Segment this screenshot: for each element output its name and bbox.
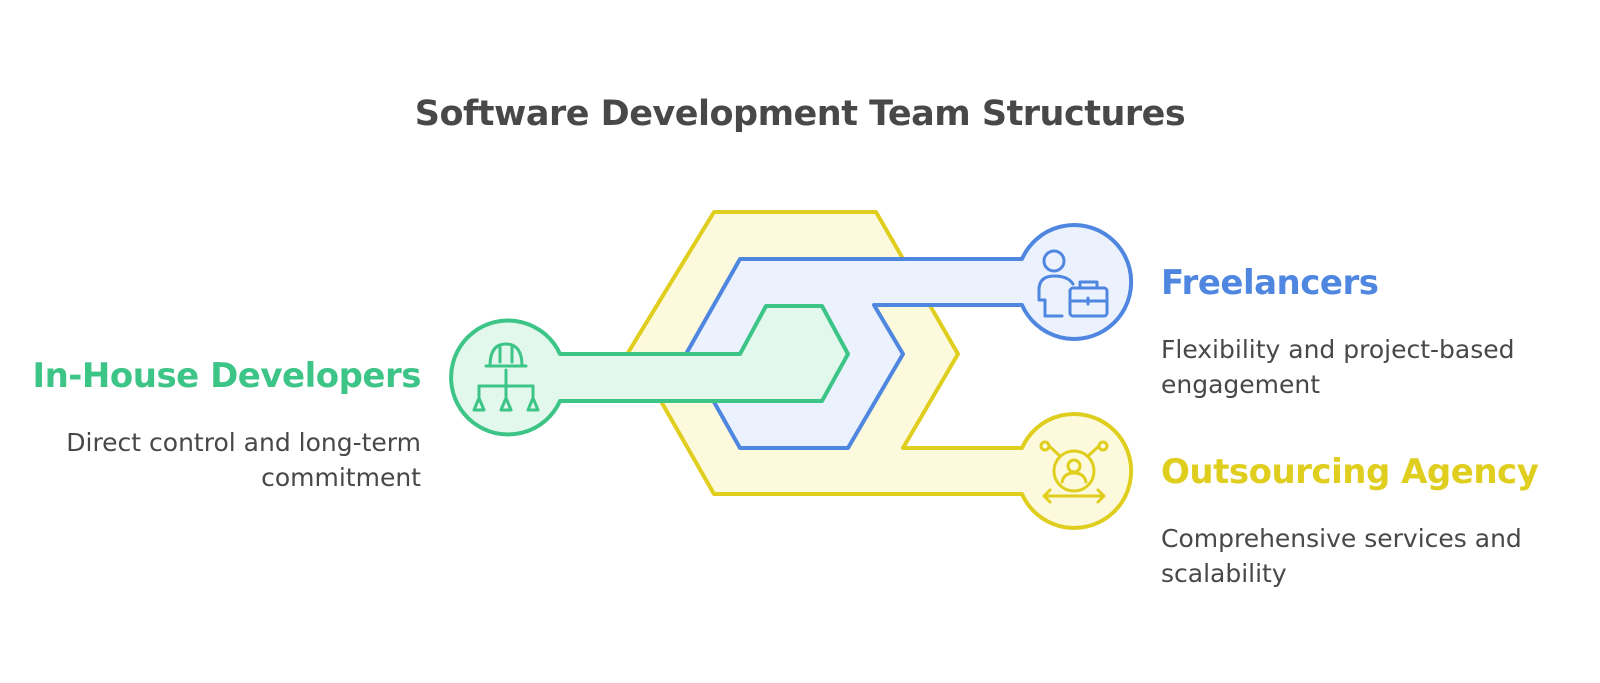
- agency-description-line-1: Comprehensive services and: [1161, 524, 1522, 553]
- in-house-description-line-2: commitment: [261, 463, 421, 492]
- freelancers-description-line-1: Flexibility and project-based: [1161, 335, 1515, 364]
- diagram-title: Software Development Team Structures: [414, 94, 1186, 134]
- person-with-briefcase-icon: [1037, 249, 1109, 318]
- freelancers-heading: Freelancers: [1161, 263, 1379, 303]
- in-house-heading: In-House Developers: [32, 356, 421, 396]
- agency-description: Comprehensive services and scalability: [1161, 521, 1522, 591]
- freelancers-description: Flexibility and project-based engagement: [1161, 332, 1515, 402]
- person-network-arrows-icon: [1039, 440, 1109, 504]
- agency-heading: Outsourcing Agency: [1161, 452, 1539, 492]
- agency-description-line-2: scalability: [1161, 559, 1287, 588]
- in-house-description-line-1: Direct control and long-term: [66, 428, 421, 457]
- in-house-shape: [449, 304, 850, 437]
- construction-worker-hierarchy-icon: [472, 342, 540, 412]
- freelancers-description-line-2: engagement: [1161, 370, 1321, 399]
- in-house-description: Direct control and long-term commitment: [66, 425, 421, 495]
